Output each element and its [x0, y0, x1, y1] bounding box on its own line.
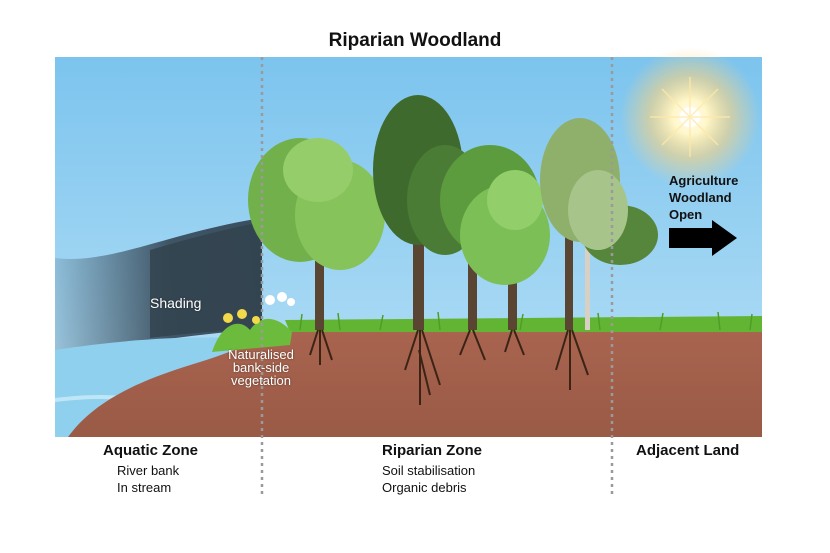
grass-strip: [285, 316, 762, 332]
shading-label: Shading: [150, 295, 202, 311]
zone-title-adjacent: Adjacent Land: [636, 442, 740, 459]
adjacent-uses-list: Agriculture Woodland Open: [669, 172, 738, 223]
adjacent-use-agriculture: Agriculture: [669, 173, 739, 188]
tree-trunks: [315, 220, 590, 330]
shade-overlay: [150, 222, 262, 338]
adjacent-use-woodland: Woodland: [669, 190, 732, 205]
vegetation-label: Naturalised bank-side vegetation: [228, 347, 294, 388]
arrow-right-icon: [669, 220, 737, 256]
tree-roots: [309, 329, 589, 405]
sun-rays: [650, 77, 730, 157]
river-bank-soil: [68, 328, 762, 437]
tree-canopy-center: [440, 145, 550, 285]
grass-blades: [299, 311, 753, 331]
zone-title-riparian: Riparian Zone: [382, 442, 483, 459]
page-title: Riparian Woodland: [328, 30, 502, 51]
zone-title-aquatic: Aquatic Zone: [103, 442, 199, 459]
zone-items-aquatic: River bank In stream: [117, 463, 180, 495]
adjacent-use-open: Open: [669, 207, 703, 222]
bankside-vegetation: [212, 292, 295, 352]
tree-canopy-left: [248, 138, 385, 270]
zone-items-riparian: Soil stabilisation Organic debris: [382, 463, 476, 495]
